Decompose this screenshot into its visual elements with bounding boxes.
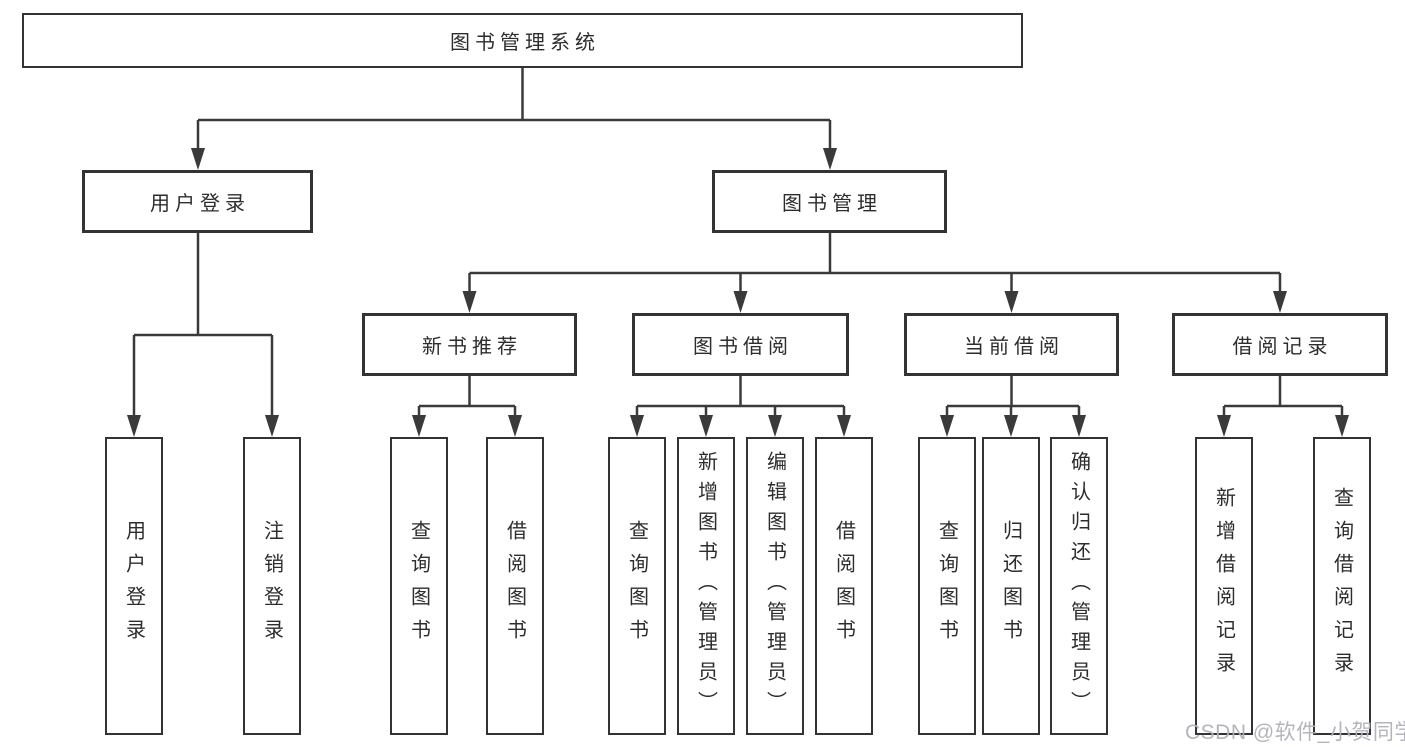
csdn-watermark: CSDN @软件_小贺同学 (1185, 721, 1405, 744)
node-root: 图书管理系统 (22, 13, 1023, 68)
arrow-down-icon (940, 415, 954, 437)
node-borrow-records: 借阅记录 (1172, 313, 1388, 376)
leaf-query-books-1-label: 查询图书 (407, 520, 430, 652)
node-current-borrow: 当前借阅 (904, 313, 1119, 376)
leaf-return-books-label: 归还图书 (999, 520, 1022, 652)
leaf-add-book-admin: 新增图书（管理员） (677, 437, 735, 735)
leaf-add-borrow-record-label: 新增借阅记录 (1212, 487, 1235, 685)
leaf-add-borrow-record: 新增借阅记录 (1195, 437, 1253, 735)
arrow-down-icon (1072, 415, 1086, 437)
node-new-book-recommend-label: 新书推荐 (422, 336, 522, 358)
leaf-user-login: 用户登录 (105, 437, 163, 735)
arrow-down-icon (630, 415, 644, 437)
arrow-down-icon (699, 415, 713, 437)
arrow-down-icon (1004, 415, 1018, 437)
leaf-return-books: 归还图书 (982, 437, 1040, 735)
leaf-query-books-1: 查询图书 (390, 437, 448, 735)
arrow-down-icon (837, 415, 851, 437)
arrow-down-icon (265, 415, 279, 437)
leaf-query-books-2: 查询图书 (608, 437, 666, 735)
arrow-down-icon (191, 148, 205, 170)
leaf-edit-book-admin-label: 编辑图书（管理员） (763, 451, 786, 721)
node-user-login-label: 用户登录 (150, 193, 250, 215)
node-root-label: 图书管理系统 (450, 32, 600, 54)
node-current-borrow-label: 当前借阅 (964, 336, 1064, 358)
node-new-book-recommend: 新书推荐 (362, 313, 577, 376)
edge-records-to-leaves (1222, 376, 1344, 425)
leaf-logout-login: 注销登录 (243, 437, 301, 735)
leaf-edit-book-admin: 编辑图书（管理员） (746, 437, 804, 735)
leaf-logout-login-label: 注销登录 (260, 520, 283, 652)
edge-borrow-to-leaves (635, 376, 846, 425)
leaf-borrow-books-1-label: 借阅图书 (503, 520, 526, 652)
leaf-query-books-2-label: 查询图书 (625, 520, 648, 652)
edge-bookmgmt-to-level3 (468, 233, 1282, 301)
node-book-borrow: 图书借阅 (632, 313, 849, 376)
arrow-down-icon (1004, 291, 1019, 313)
leaf-borrow-books-1: 借阅图书 (486, 437, 544, 735)
arrow-down-icon (1335, 415, 1349, 437)
arrow-down-icon (733, 291, 748, 313)
node-book-borrow-label: 图书借阅 (693, 336, 793, 358)
node-book-management-label: 图书管理 (782, 193, 882, 215)
arrow-down-icon (508, 415, 522, 437)
arrow-down-icon (823, 148, 837, 170)
node-user-login: 用户登录 (82, 170, 313, 233)
arrow-down-icon (127, 415, 141, 437)
leaf-query-books-3: 查询图书 (918, 437, 976, 735)
leaf-borrow-books-2-label: 借阅图书 (832, 520, 855, 652)
edge-recommend-to-leaves (417, 376, 517, 425)
edge-userlogin-to-leaves (132, 233, 274, 425)
arrow-down-icon (1217, 415, 1231, 437)
arrowheads (127, 148, 1349, 437)
node-borrow-records-label: 借阅记录 (1232, 336, 1333, 358)
arrow-down-icon (462, 291, 477, 313)
node-book-management: 图书管理 (712, 170, 947, 233)
leaf-confirm-return-admin: 确认归还（管理员） (1050, 437, 1108, 735)
leaf-confirm-return-admin-label: 确认归还（管理员） (1067, 451, 1090, 721)
arrow-down-icon (412, 415, 426, 437)
leaf-query-books-3-label: 查询图书 (935, 520, 958, 652)
leaf-query-borrow-record: 查询借阅记录 (1313, 437, 1371, 735)
arrow-down-icon (768, 415, 782, 437)
edge-root-to-level2 (196, 68, 832, 158)
leaf-user-login-label: 用户登录 (122, 520, 145, 652)
leaf-borrow-books-2: 借阅图书 (815, 437, 873, 735)
arrow-down-icon (1273, 291, 1287, 313)
leaf-add-book-admin-label: 新增图书（管理员） (694, 451, 717, 721)
leaf-query-borrow-record-label: 查询借阅记录 (1330, 487, 1353, 685)
